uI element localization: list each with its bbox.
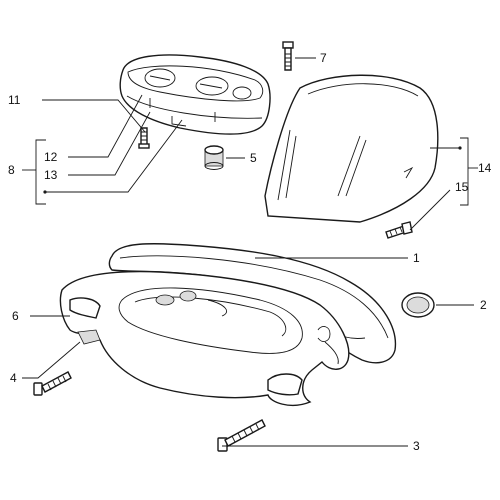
label-12: 12 xyxy=(44,150,58,164)
label-11: 11 xyxy=(8,93,21,107)
label-2: 2 xyxy=(480,298,487,312)
label-7: 6 xyxy=(12,309,19,323)
label-15: 15 xyxy=(455,180,469,194)
screw-3 xyxy=(217,419,266,452)
label-8: 8 xyxy=(8,163,15,177)
bushing-5 xyxy=(204,145,224,170)
label-4: 7 xyxy=(320,51,327,65)
label-3: 3 xyxy=(413,439,420,453)
cap-2 xyxy=(401,292,435,318)
label-14: 14 xyxy=(478,161,492,175)
instrument-cluster xyxy=(119,54,271,135)
screw-15 xyxy=(385,221,413,239)
label-6: 4 xyxy=(10,371,17,385)
windshield-14 xyxy=(264,74,439,223)
label-13: 13 xyxy=(44,168,58,182)
lower-body-7 xyxy=(59,270,350,406)
bolt-4 xyxy=(282,41,294,71)
leader-lines xyxy=(22,57,478,447)
screw-6 xyxy=(33,371,72,396)
label-1: 1 xyxy=(413,251,420,265)
part-labels: 7 11 12 13 8 5 14 15 1 2 6 4 3 xyxy=(8,51,492,453)
label-5: 5 xyxy=(250,151,257,165)
screw-11 xyxy=(138,127,150,149)
